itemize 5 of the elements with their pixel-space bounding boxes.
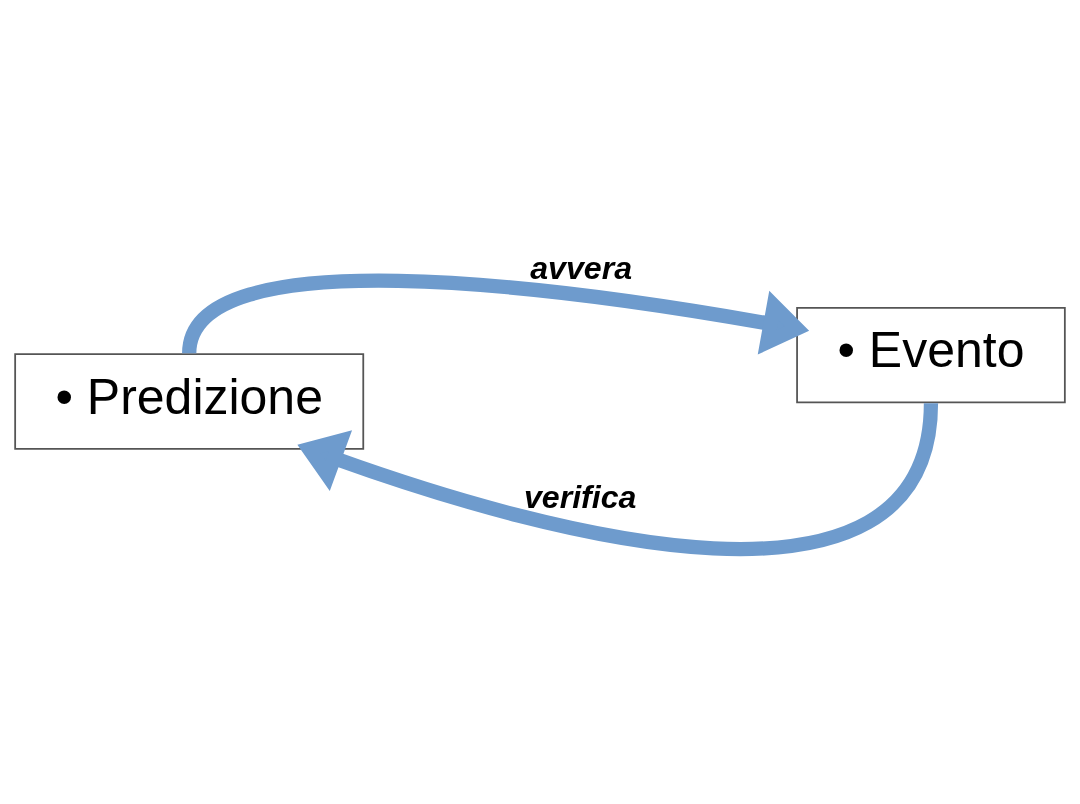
edge-label: avvera [530, 249, 633, 286]
node-box: • Predizione [14, 352, 365, 450]
arrow [297, 401, 939, 555]
edge-label: verifica [523, 478, 637, 515]
node-box: • Evento [796, 306, 1066, 403]
